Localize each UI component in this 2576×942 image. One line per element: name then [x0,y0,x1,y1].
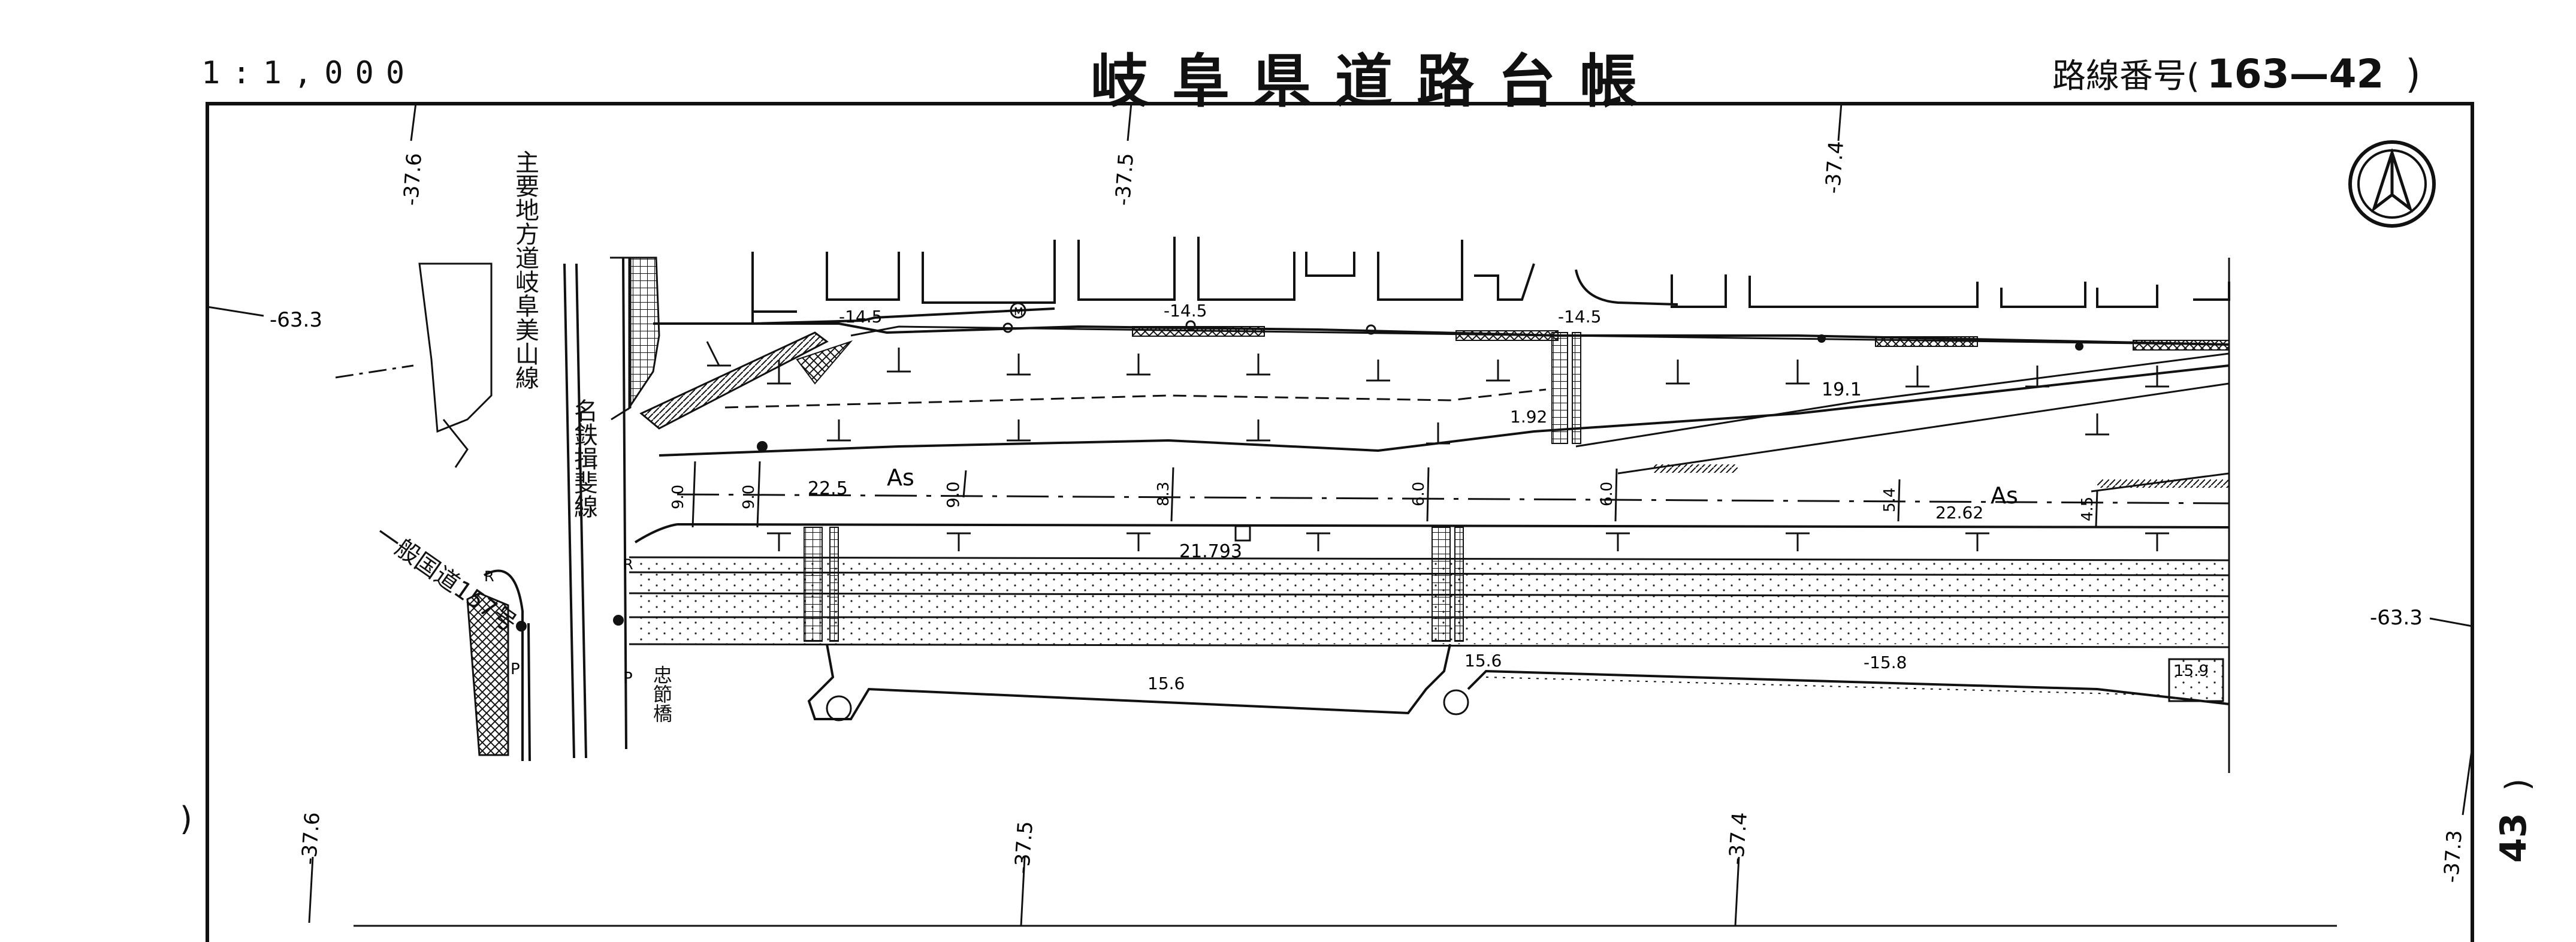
ramp-hatch [639,331,829,430]
dimension: 9.0 [740,485,758,509]
elevation-tick [207,306,264,317]
centre-line [677,493,2230,505]
dimension: 9.0 [943,481,963,508]
elevation-tick [2462,745,2474,816]
route-label: 路線番号( [2052,57,2200,96]
dimension: 6.0 [1410,482,1428,506]
elevation-bottom-4: -37.3 [2439,829,2467,884]
dimension: -14.5 [839,307,882,327]
dimension: -15.8 [1864,653,1907,672]
north-arrow-icon [2348,140,2436,228]
crosswalk [1432,527,1451,642]
route-number-value: 163—42 [2206,51,2384,97]
elevation-tick [1837,102,1843,141]
elevation-top-3: -37.4 [1821,140,1849,195]
dimension: 4.5 [2079,497,2097,521]
elevation-top-2: -37.5 [1111,152,1138,207]
road-name-prefectural: 主要地方道岐阜美山線 [511,150,539,390]
crosswalk [1551,332,1568,444]
national-road-edge [527,623,531,762]
dimension: 22.62 [1935,503,1983,523]
marker-p: P [511,660,520,678]
lane-dash [724,388,1547,409]
dimension: -14.5 [1558,307,1601,327]
railway-line [575,263,587,759]
dimension: 6.0 [1598,482,1616,506]
elevation-top-1: -37.6 [399,152,427,207]
elevation-bottom-3: -37.4 [1725,811,1752,866]
right-paren: ) [2499,778,2536,791]
elevation-tick [1734,856,1740,926]
elevation-tick [2429,617,2473,627]
page-number: 43 [2493,813,2535,864]
marker-r: R [484,568,494,585]
railway-line [563,263,575,759]
elevation-tick [1127,102,1133,141]
elevation-tick [1020,856,1026,926]
bridge-name: 忠節橋 [650,665,673,723]
building-outline [418,262,493,433]
elevation-bottom-1: -37.6 [297,811,325,866]
elevation-right: -63.3 [2370,606,2423,630]
south-curb [677,523,2230,529]
dimension: 9.0 [669,485,687,509]
structure-hatch [466,592,509,756]
elevation-left: -63.3 [270,308,322,332]
dimension: -14.5 [1164,301,1207,321]
dimension: 22.5 [808,478,848,499]
elevation-tick [308,856,314,923]
railway-name: 名鉄揖斐線 [570,398,597,518]
dimension: 15.6 [1147,674,1185,693]
elevation-tick [410,102,417,141]
marker-p: P [623,669,633,687]
median-edge [659,364,2230,457]
map-scale: 1:1,000 [201,55,417,91]
surface-label-as: As [1991,482,2018,509]
elevation-bottom-2: -37.5 [1010,820,1038,875]
dimension: 15.9 [2174,662,2209,680]
road-edge [622,257,627,750]
vegetation-symbols [706,341,2169,551]
dimension-lines [691,461,2098,528]
route-close: ) [2405,51,2421,97]
marker-r: R [623,556,633,573]
route-number: 路線番号(163—42 ) [2052,49,2421,98]
left-paren: ) [180,800,193,838]
surface-label-as: As [887,464,914,491]
dimension: 19.1 [1822,379,1862,400]
dimension: 1.92 [1510,407,1547,427]
dimension: 21.793 [1179,541,1242,562]
dimension: 15.6 [1464,651,1502,671]
marker-m: M [1014,306,1023,318]
crosswalk [804,527,823,642]
dimension: 5.4 [1881,488,1899,512]
dimension: 8.3 [1155,482,1173,506]
structure-grid [628,256,660,410]
sheet-frame [206,102,2474,942]
